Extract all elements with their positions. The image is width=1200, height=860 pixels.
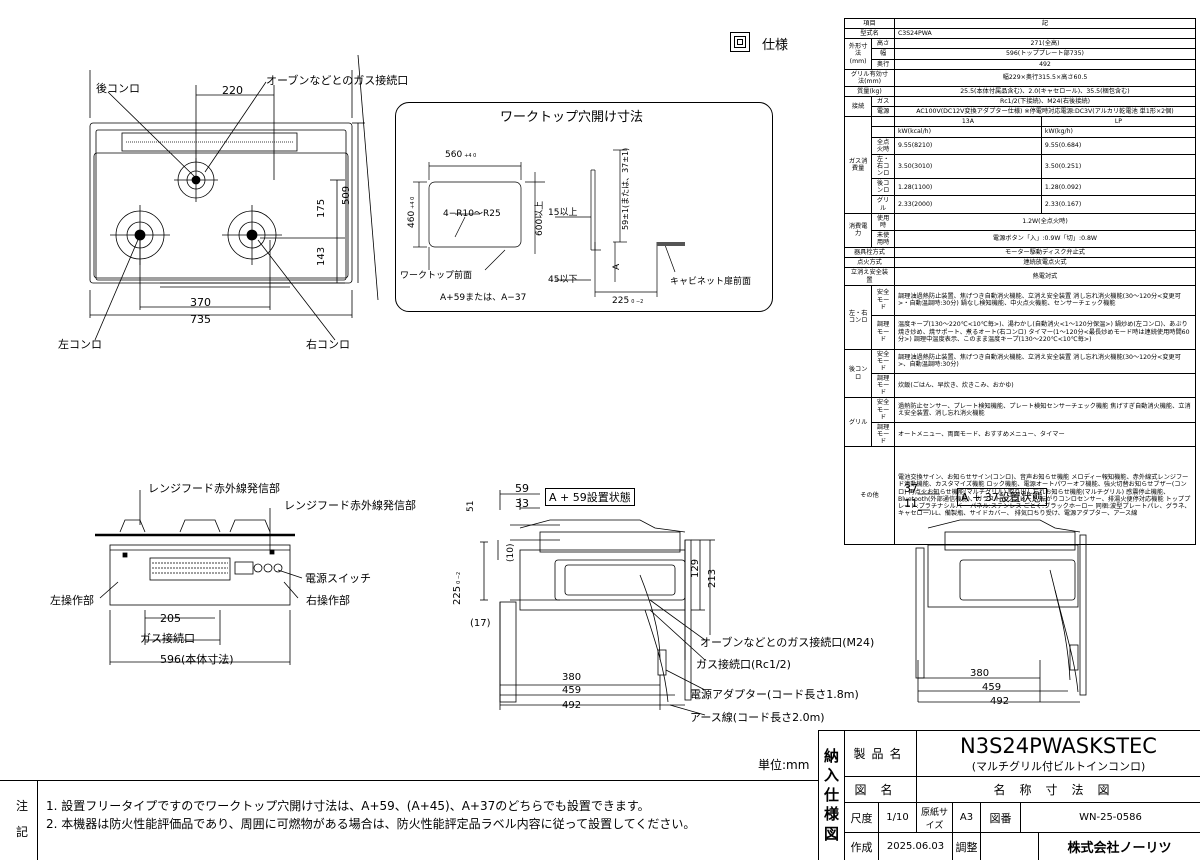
unit-label: 単位:mm xyxy=(758,758,810,772)
dim-220: 220 xyxy=(222,84,243,97)
earth-label: アース線(コード長さ2.0m) xyxy=(690,711,825,724)
dim-59: 59 xyxy=(515,482,529,495)
adapter-label: 電源アダプター(コード長さ1.8m) xyxy=(690,688,859,701)
dim-492-a37: 492 xyxy=(990,696,1010,707)
dim-380-a37: 380 xyxy=(970,668,990,679)
product-code: N3S24PWASKSTEC xyxy=(960,733,1157,758)
a59-label: A+59または、A−37 xyxy=(440,293,527,303)
side-label-column: 納 入 仕 様 図 xyxy=(819,731,845,860)
cutout-title: ワークトップ穴開け寸法 xyxy=(500,110,644,125)
dim-560: 560+4 0 xyxy=(445,150,477,160)
dim-492: 492 xyxy=(562,700,582,711)
product-cell: N3S24PWASKSTEC (マルチグリル付ビルトインコンロ) xyxy=(917,731,1200,777)
ir-transmitter-label-2: レンジフード赤外線発信部 xyxy=(284,499,416,512)
company-name: 株式会社ノーリツ xyxy=(1039,833,1200,860)
date-value: 2025.06.03 xyxy=(879,833,953,860)
oven-gas-label: オーブンなどとのガス接続口(M24) xyxy=(700,636,875,649)
side-view-a37 xyxy=(915,493,1087,703)
dim-51: 51 xyxy=(466,500,476,512)
note-line-1: 1. 設置フリータイプですのでワークトップ穴開け寸法は、A+59、(A+45)、… xyxy=(46,799,650,813)
front-view-drawing xyxy=(95,490,303,665)
spec-mark-icon xyxy=(730,32,750,52)
dim-175: 175 xyxy=(316,198,327,218)
check-label: 調整 xyxy=(953,833,981,860)
title-block: 納 入 仕 様 図 製品名 N3S24PWASKSTEC (マルチグリル付ビルト… xyxy=(818,730,1200,860)
dim-459-a37: 459 xyxy=(982,682,1002,693)
right-panel-label: 右操作部 xyxy=(306,594,350,607)
left-panel-label: 左操作部 xyxy=(50,594,94,607)
dim-596: 596(本体寸法) xyxy=(160,653,234,666)
dim-735: 735 xyxy=(190,313,211,326)
notes-chu: 注 xyxy=(16,799,29,813)
dim-10: (10) xyxy=(506,543,516,562)
check-empty xyxy=(981,833,1039,860)
cabinet-front-label: キャビネット扉前面 xyxy=(670,277,752,287)
paper-label: 原紙サイズ xyxy=(917,803,953,833)
drawing-name: 名称寸法図 xyxy=(917,777,1200,803)
right-burner-label: 右コンロ xyxy=(306,338,350,351)
dim-17: (17) xyxy=(470,618,491,629)
worktop-front-label: ワークトップ前面 xyxy=(400,271,473,281)
made-label: 作成 xyxy=(845,833,879,860)
spec-mark-label: 仕様 xyxy=(762,38,789,53)
dim-45: 45以下 xyxy=(548,275,578,285)
cutout-drawing xyxy=(413,149,685,297)
dim-213: 213 xyxy=(707,568,718,588)
number-value: WN-25-0586 xyxy=(1021,803,1200,833)
dim-380: 380 xyxy=(562,672,582,683)
dim-15: 15以上 xyxy=(548,208,578,218)
dim-129: 129 xyxy=(690,558,701,578)
dim-370: 370 xyxy=(190,296,211,309)
a37-title: A + 37設置状態 xyxy=(957,488,1047,506)
gas-connection-label: オーブンなどとのガス接続口 xyxy=(266,74,409,87)
product-label: 製品名 xyxy=(845,731,917,777)
gas-rc-label: ガス接続口(Rc1/2) xyxy=(696,658,791,671)
dim-a: A xyxy=(612,263,622,270)
top-view-drawing xyxy=(89,54,379,341)
scale-label: 尺度 xyxy=(845,803,879,833)
dim-33: 33 xyxy=(515,497,529,510)
a59-title: A + 59設置状態 xyxy=(545,488,635,506)
dim-600: 600以上 xyxy=(535,200,545,236)
power-switch-label: 電源スイッチ xyxy=(305,572,371,585)
cutout-panel xyxy=(395,102,773,312)
dim-37: 37 xyxy=(904,482,918,495)
dim-143: 143 xyxy=(316,246,327,266)
left-burner-label: 左コンロ xyxy=(58,338,102,351)
drawing-label: 図名 xyxy=(845,777,917,803)
side-view-a59 xyxy=(480,490,715,716)
gas-port-label: ガス接続口 xyxy=(140,632,195,645)
ir-transmitter-label-1: レンジフード赤外線発信部 xyxy=(148,482,280,495)
notes-section: 注 記 1. 設置フリータイプですのでワークトップ穴開け寸法は、A+59、(A+… xyxy=(0,780,818,860)
paper-value: A3 xyxy=(953,803,981,833)
dim-205: 205 xyxy=(160,612,181,625)
dim-460: 460+4 0 xyxy=(407,196,417,228)
scale-value: 1/10 xyxy=(879,803,917,833)
note-line-2: 2. 本機器は防火性能評価品であり、周囲に可燃物がある場合は、防火性能評定品ラベ… xyxy=(46,817,696,831)
notes-ki: 記 xyxy=(16,825,29,839)
rear-burner-label: 後コンロ xyxy=(96,82,140,95)
number-label: 図番 xyxy=(981,803,1021,833)
dim-11: 11 xyxy=(904,497,918,510)
product-name: (マルチグリル付ビルトインコンロ) xyxy=(971,759,1146,773)
corner-radius-label: 4−R10〜R25 xyxy=(443,209,501,219)
dim-459: 459 xyxy=(562,685,582,696)
dim-225-side: 2250 −2 xyxy=(452,571,463,605)
dim-509: 509 xyxy=(341,185,352,205)
side-59-label: 59±1(または、37±1) xyxy=(621,147,630,230)
